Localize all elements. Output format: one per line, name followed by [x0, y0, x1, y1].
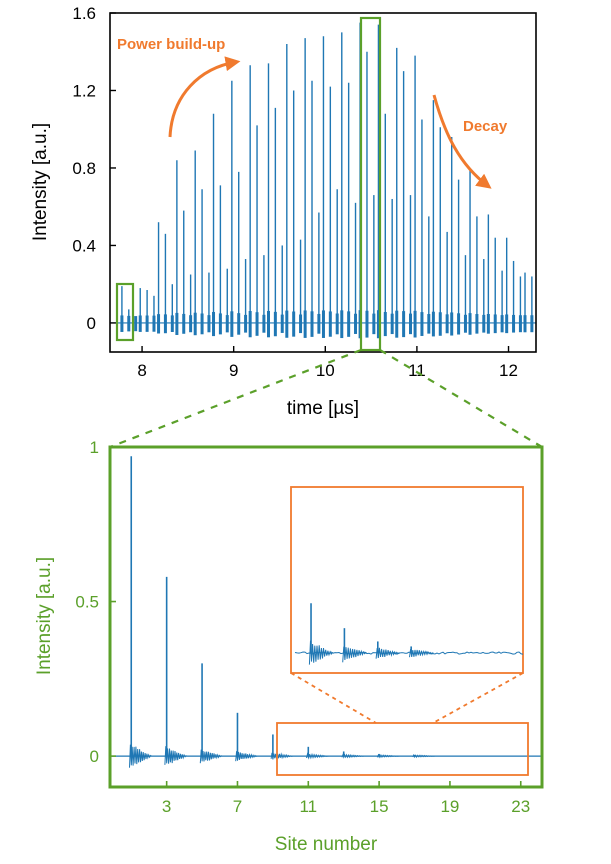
inset-ringing-13	[342, 646, 367, 663]
inset-panel	[290, 486, 524, 674]
site-ringing-3	[164, 746, 188, 765]
site-ringing-17	[412, 753, 435, 759]
bottom-x-tick-label: 11	[299, 797, 317, 816]
annotation-power-buildup: Power build-up	[117, 36, 225, 53]
bottom-x-tick-label: 23	[511, 797, 530, 816]
bottom-x-tick-label: 19	[440, 797, 459, 816]
top-x-axis-ticks: 8 9 10 11 12	[137, 346, 518, 380]
bottom-x-axis-ticks: 3 7 11 15 19 23	[162, 781, 530, 816]
top-x-tick-label: 11	[408, 361, 426, 380]
bottom-y-axis-label: Intensity [a.u.]	[34, 557, 55, 675]
annotation-decay: Decay	[463, 118, 508, 135]
bottom-x-tick-label: 3	[162, 797, 171, 816]
zoom-region-box	[276, 722, 529, 776]
bottom-y-axis-ticks: 00.51	[75, 438, 116, 766]
top-y-tick-label: 1.6	[72, 4, 96, 23]
top-y-axis-ticks: 0 0.4 0.8 1.2 1.6	[72, 4, 116, 333]
site-ringing-5	[199, 749, 223, 764]
highlight-zoom-pulse	[359, 16, 382, 352]
top-y-tick-label: 0.4	[72, 236, 96, 255]
bottom-chart-trace	[110, 456, 542, 768]
inset-connector-left	[290, 672, 377, 724]
bottom-x-tick-label: 7	[233, 797, 242, 816]
buildup-arrow	[168, 56, 241, 138]
inset-trace	[294, 603, 523, 665]
top-chart: 8 9 10 11 12 0 0.4 0.8 1.2 1.6 time [µs] Intensi…	[30, 4, 537, 419]
zoom-connector-right	[379, 349, 543, 448]
highlight-first-pulse	[115, 282, 135, 342]
bottom-x-tick-label: 15	[370, 797, 389, 816]
inset-ringing-15	[375, 647, 401, 659]
top-y-tick-label: 0	[87, 314, 96, 333]
bottom-y-tick-label: 0.5	[75, 593, 99, 612]
top-x-tick-label: 8	[137, 361, 146, 380]
inset-ringing-11	[308, 640, 334, 665]
site-ringing-9	[270, 752, 294, 760]
top-chart-trace	[110, 22, 536, 339]
top-plot-frame	[109, 12, 537, 353]
zoom-connector-left	[109, 348, 362, 449]
top-x-axis-label: time [µs]	[287, 398, 359, 419]
top-x-tick-label: 10	[316, 361, 335, 380]
top-y-axis-label: Intensity [a.u.]	[30, 123, 51, 241]
inset-ringing-17	[409, 649, 434, 658]
top-x-tick-label: 9	[229, 361, 238, 380]
site-ringing-11	[306, 752, 329, 760]
site-ringing-7	[235, 751, 258, 762]
site-ringing-13	[341, 753, 364, 759]
bottom-x-axis-label: Site number	[275, 834, 378, 855]
top-x-tick-label: 12	[499, 361, 518, 380]
inset-connector-right	[432, 672, 524, 724]
top-y-tick-label: 0.8	[72, 159, 96, 178]
top-y-tick-label: 1.2	[72, 81, 96, 100]
bottom-y-tick-label: 0	[90, 747, 99, 766]
bottom-y-tick-label: 1	[90, 438, 99, 457]
bottom-plot-frame	[108, 445, 544, 789]
site-ringing-1	[129, 744, 152, 768]
decay-arrow	[432, 94, 492, 189]
site-ringing-15	[376, 753, 400, 759]
